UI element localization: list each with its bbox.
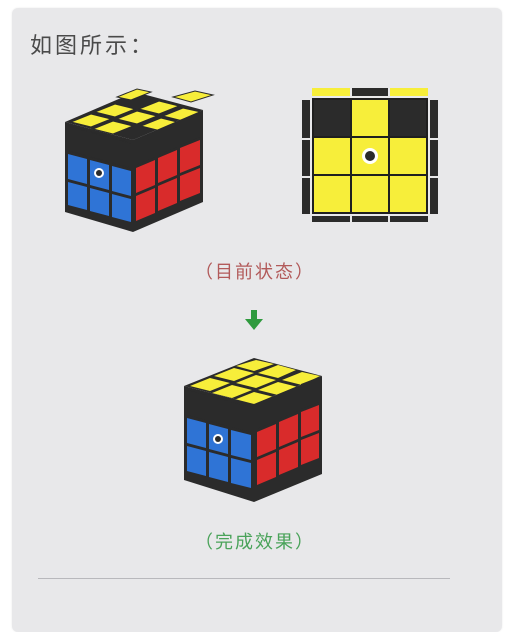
current-state-caption: （目前状态）	[195, 262, 315, 283]
divider	[38, 578, 450, 579]
final-state-caption: （完成效果）	[195, 532, 315, 553]
current-state-top-view	[300, 86, 440, 224]
arrow-down-icon	[245, 310, 263, 330]
heading: 如图所示：	[30, 34, 156, 59]
current-state-cube	[65, 88, 215, 232]
final-state-cube	[184, 358, 322, 502]
